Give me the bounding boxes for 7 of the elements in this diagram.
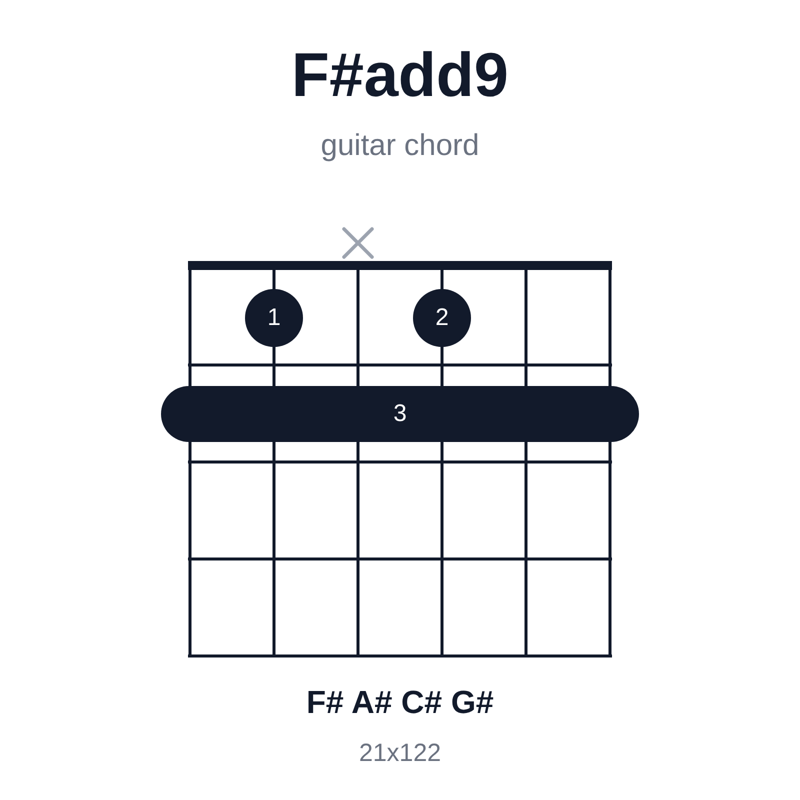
- subtitle: guitar chord: [320, 128, 480, 164]
- chord-title: F#add9: [290, 40, 510, 112]
- fingering-code: 21x122: [358, 738, 442, 769]
- barre-bar: 3: [161, 386, 639, 442]
- note-names: F# A# C# G#: [305, 683, 495, 721]
- finger-dot: 2: [413, 289, 471, 347]
- finger-dot: 1: [245, 289, 303, 347]
